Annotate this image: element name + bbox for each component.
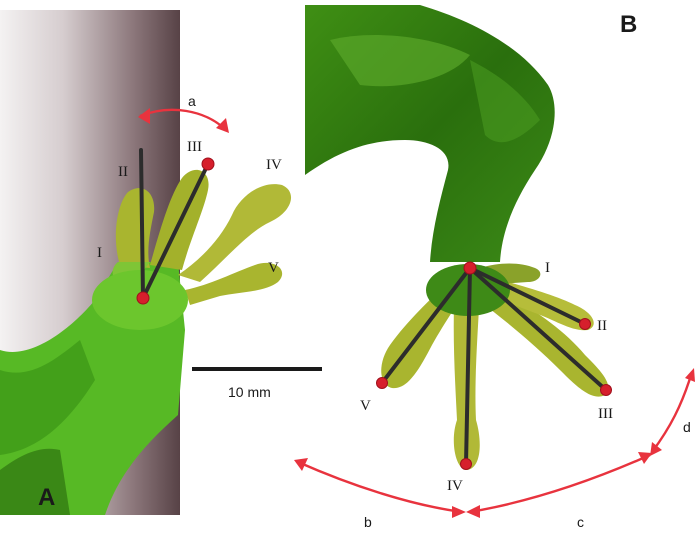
digit-label-I-a: I [97,245,102,261]
panel-label-b: B [620,11,637,38]
tip-point-II-b [580,319,591,330]
arrow-head-a-right [216,118,229,133]
tip-point-IV-b [461,459,472,470]
panel-b: I II III IV V b c d B [294,5,695,530]
digit-label-II-b: II [597,318,607,334]
scale-bar-label: 10 mm [228,384,271,400]
tip-point-III-a [202,158,214,170]
angle-label-a: a [188,93,196,109]
arrow-head-c-left [466,505,480,518]
panel-a: a I II III IV V A [0,10,291,515]
arc-c [470,455,650,512]
digit-line-II-a [141,150,143,298]
digit-label-III-b: III [598,406,613,422]
arc-label-d: d [683,419,691,435]
arrow-head-b-right [452,506,466,518]
digit-label-I-b: I [545,260,550,276]
arc-b [298,462,462,512]
digit-label-III-a: III [187,139,202,155]
digit-label-V-a: V [268,260,279,276]
digit-label-II-a: II [118,164,128,180]
tip-point-III-b [601,385,612,396]
arc-label-b: b [364,514,372,530]
digit-label-IV-a: IV [266,157,282,173]
origin-point-a [137,292,149,304]
tip-point-V-b [377,378,388,389]
origin-point-b [464,262,476,274]
arc-d [652,372,692,452]
arrow-head-c-right [638,452,652,464]
panel-label-a: A [38,484,55,511]
arrow-head-d-top [685,368,695,382]
foot-b [305,5,608,470]
digit-label-V-b: V [360,398,371,414]
scale-bar: 10 mm [192,369,322,400]
arc-label-c: c [577,514,584,530]
arrow-head-d-bottom [650,442,662,456]
digit-label-IV-b: IV [447,478,463,494]
